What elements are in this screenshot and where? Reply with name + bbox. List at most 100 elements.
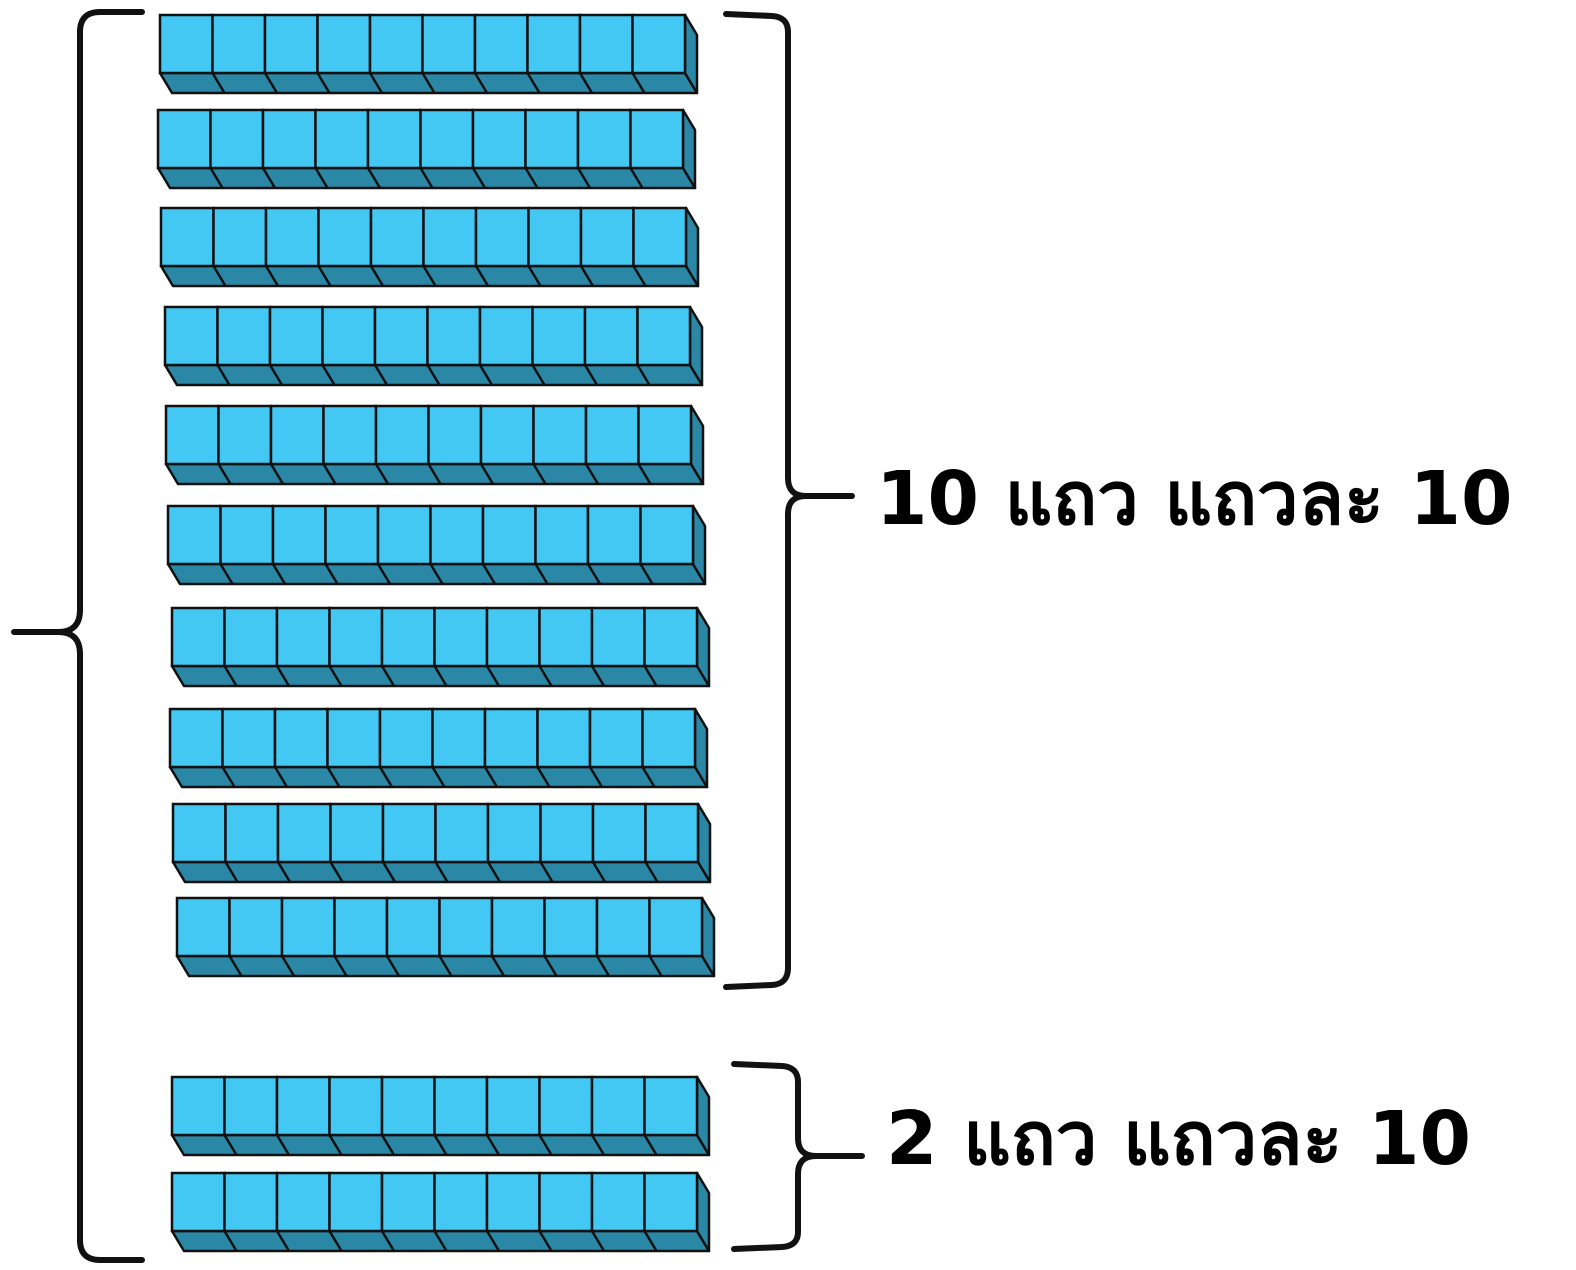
ten-rod (164, 404, 705, 486)
unit-cube (328, 1171, 384, 1233)
unit-cube (223, 1075, 279, 1137)
rod-bottom-divider (376, 563, 392, 585)
unit-cube (374, 404, 430, 466)
unit-cube (212, 206, 268, 268)
unit-cube (426, 305, 482, 367)
ten-rods-layer (156, 13, 716, 1253)
rod-bottom-divider (223, 665, 238, 687)
unit-cube (590, 1171, 646, 1233)
unit-cube (643, 1171, 699, 1233)
rod-bottom-divider (433, 665, 448, 687)
unit-cube (629, 108, 685, 170)
rod-bottom-divider (483, 766, 499, 788)
unit-cube (373, 305, 429, 367)
rod-bottom-divider (216, 364, 231, 386)
unit-cube (481, 504, 537, 566)
rod-bottom-divider (380, 665, 396, 687)
rod-bottom-divider (629, 167, 644, 189)
unit-cube (378, 707, 434, 769)
unit-cube (538, 1075, 594, 1137)
rod-bottom-divider (591, 861, 607, 883)
unit-cube (324, 504, 380, 566)
rod-bottom-divider (479, 463, 495, 485)
rod-bottom-divider (433, 1134, 448, 1156)
unit-cube (261, 108, 317, 170)
rod-bottom-divider (490, 955, 506, 977)
rod-bottom-divider (434, 861, 449, 883)
unit-cube (576, 108, 632, 170)
unit-cube (538, 1171, 594, 1233)
unit-cube (485, 606, 541, 668)
rod-bottom-divider (374, 463, 390, 485)
rod-bottom-divider (421, 72, 436, 94)
unit-cube (643, 606, 699, 668)
unit-cube (168, 707, 224, 769)
rod-bottom-divider (639, 563, 654, 585)
rod-bottom-divider (534, 563, 549, 585)
rod-bottom-divider (275, 1230, 291, 1252)
unit-cube (532, 404, 588, 466)
rod-bottom-divider (373, 364, 389, 386)
rod-bottom-divider (641, 766, 656, 788)
unit-cube (314, 108, 370, 170)
unit-cube (648, 896, 704, 958)
rod-bottom-divider (637, 463, 652, 485)
rod-bottom-divider (271, 563, 287, 585)
unit-cube (543, 896, 599, 958)
unit-cube (368, 13, 424, 75)
rod-bottom-divider (644, 861, 659, 883)
rod-bottom-divider (590, 1230, 606, 1252)
unit-cube (216, 305, 272, 367)
unit-cube (275, 1171, 331, 1233)
rod-bottom-divider (422, 265, 437, 287)
unit-cube (433, 1075, 489, 1137)
unit-cube (221, 707, 277, 769)
ten-rod (170, 606, 711, 688)
unit-cube (275, 606, 331, 668)
unit-cube (385, 896, 441, 958)
unit-cube (223, 1171, 279, 1233)
unit-cube (322, 404, 378, 466)
unit-cube (175, 896, 231, 958)
rod-bottom-divider (643, 665, 658, 687)
rod-bottom-divider (329, 861, 344, 883)
unit-cube (316, 13, 372, 75)
unit-cube (479, 404, 535, 466)
unit-cube (637, 404, 693, 466)
unit-cube (271, 504, 327, 566)
ten-rod (158, 13, 699, 95)
unit-cube (264, 206, 320, 268)
rod-bottom-divider (532, 463, 547, 485)
unit-cube (631, 13, 687, 75)
rod-bottom-divider (526, 72, 541, 94)
rod-bottom-divider (224, 861, 239, 883)
unit-cube (422, 206, 478, 268)
rod-bottom-divider (273, 766, 289, 788)
unit-cube (478, 305, 534, 367)
top-group-bracket (723, 11, 855, 990)
unit-cube (486, 802, 542, 864)
rod-bottom-divider (438, 955, 453, 977)
rod-bottom-divider (264, 265, 280, 287)
rod-bottom-divider (261, 167, 277, 189)
unit-cube (433, 1171, 489, 1233)
unit-cube (590, 1075, 646, 1137)
unit-cube (539, 802, 595, 864)
unit-cube (280, 896, 336, 958)
unit-cube (473, 13, 529, 75)
unit-cube (228, 896, 284, 958)
unit-cube (380, 1075, 436, 1137)
rod-bottom-divider (322, 463, 337, 485)
unit-cube (159, 206, 215, 268)
rod-bottom-divider (378, 766, 394, 788)
rod-bottom-divider (369, 265, 385, 287)
rod-bottom-divider (429, 563, 444, 585)
rod-bottom-divider (527, 265, 542, 287)
unit-cube (326, 707, 382, 769)
rod-bottom-divider (275, 665, 291, 687)
unit-cube (632, 206, 688, 268)
unit-cube (485, 1171, 541, 1233)
rod-bottom-divider (217, 463, 232, 485)
unit-cube (578, 13, 634, 75)
rod-bottom-divider (212, 265, 227, 287)
